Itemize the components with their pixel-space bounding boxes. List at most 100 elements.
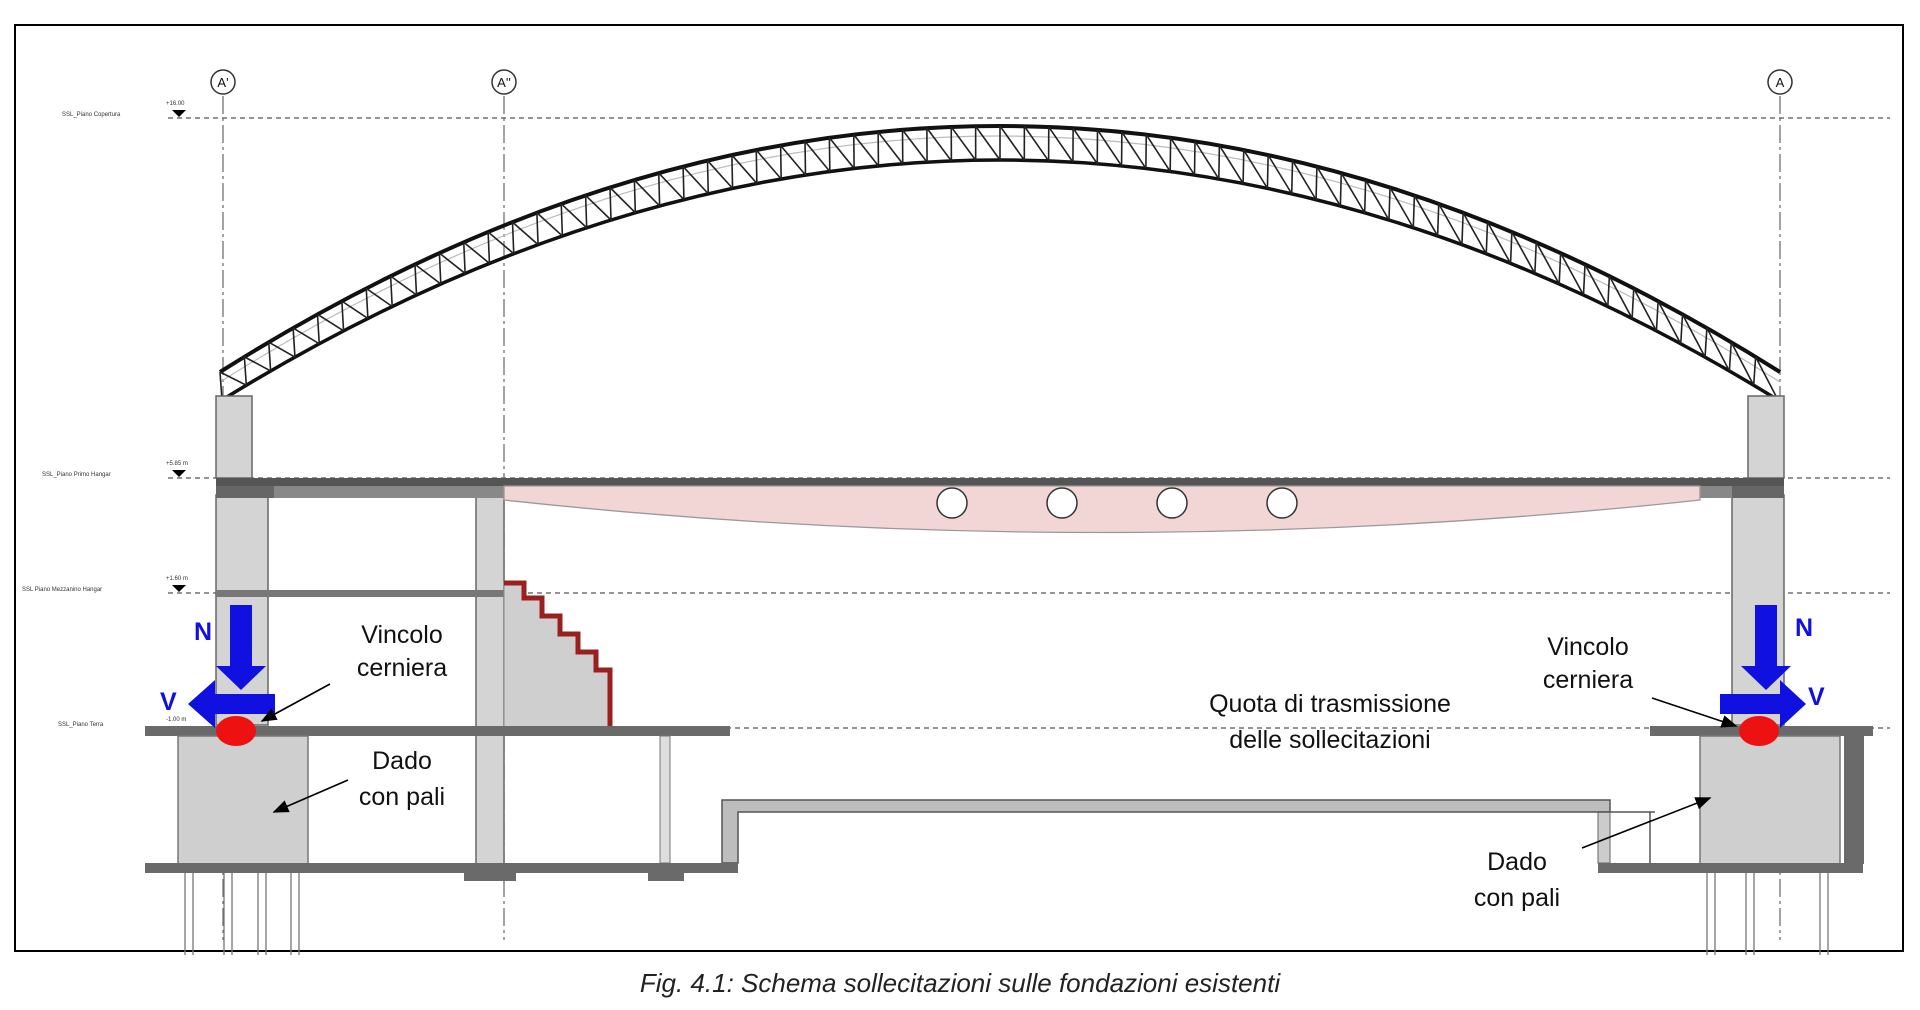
level-marker-icon: [172, 470, 186, 477]
truss-diagonal: [1608, 275, 1633, 319]
truss-diagonal: [365, 287, 393, 308]
truss-diagonal: [731, 154, 758, 184]
truss-vertical: [682, 166, 685, 200]
truss-vertical: [267, 342, 272, 371]
truss-vertical: [755, 150, 758, 184]
truss-vertical: [1655, 301, 1659, 331]
truss-diagonal: [463, 241, 490, 264]
truss-vertical: [1558, 253, 1562, 285]
truss-diagonal: [609, 186, 636, 214]
truss-diagonal: [1267, 154, 1293, 195]
truss-diagonal: [1559, 252, 1585, 296]
first-floor-slab: [216, 478, 1784, 486]
pointer-arrow-vincolo-right: [1651, 697, 1738, 728]
force-v-label-left: V: [160, 688, 177, 716]
truss-diagonal: [292, 327, 320, 345]
truss-vertical: [1412, 195, 1416, 228]
truss-vertical: [584, 195, 588, 228]
truss-diagonal: [1486, 221, 1512, 264]
quota-line1: Quota di trasmissione: [1209, 690, 1451, 718]
level-marker-icon: [172, 585, 186, 592]
truss-diagonal: [1096, 129, 1123, 167]
truss-diagonal: [414, 263, 442, 285]
truss-diagonal: [1145, 134, 1171, 172]
truss-diagonal: [1169, 137, 1196, 176]
truss-vertical: [1582, 264, 1586, 296]
truss-diagonal: [1121, 131, 1147, 169]
truss-vertical: [609, 187, 612, 221]
grid-axis-label-a2: A'': [497, 75, 511, 90]
truss-vertical: [487, 231, 491, 264]
column-middle: [475, 494, 505, 876]
quota-line2: delle sollecitazioni: [1229, 726, 1431, 754]
truss-diagonal: [999, 125, 1025, 161]
truss-diagonal: [341, 300, 369, 320]
truss-diagonal: [755, 149, 782, 180]
level-elev-primo: +5.85 m: [166, 461, 188, 467]
level-name-copertura: SSL_Piano Copertura: [62, 112, 121, 118]
truss-vertical: [243, 356, 248, 386]
truss-diagonal: [1218, 145, 1244, 184]
force-n-label-right: N: [1795, 614, 1813, 642]
truss-diagonal: [1633, 288, 1658, 332]
vincolo-right-line2: cerniera: [1543, 666, 1633, 694]
truss-diagonal: [1048, 126, 1074, 163]
hinge-left: [216, 716, 256, 746]
truss-vertical: [462, 242, 466, 274]
dado-right-line2: con pali: [1474, 884, 1560, 912]
truss-vertical: [1704, 327, 1708, 358]
truss-diagonal: [682, 166, 709, 195]
truss-vertical: [1509, 231, 1513, 264]
truss-vertical: [316, 314, 321, 344]
truss-vertical: [1266, 155, 1269, 189]
truss-diagonal: [1389, 187, 1415, 229]
truss-diagonal: [853, 134, 880, 167]
truss-vertical: [1752, 356, 1757, 386]
vincolo-left-line2: cerniera: [357, 654, 447, 682]
truss-diagonal: [633, 179, 661, 207]
truss-vertical: [389, 276, 393, 307]
truss-diagonal: [585, 194, 612, 221]
truss-diagonal: [1462, 212, 1487, 255]
beam-openings: [936, 487, 1298, 519]
truss-diagonal: [219, 371, 247, 386]
truss-vertical: [292, 327, 296, 358]
truss-diagonal: [1194, 140, 1220, 180]
hinge-right: [1739, 716, 1779, 746]
truss-vertical: [1679, 314, 1684, 344]
truss-diagonal: [1706, 327, 1731, 372]
truss-vertical: [1728, 342, 1733, 371]
truss-vertical: [1242, 150, 1245, 184]
truss-diagonal: [438, 252, 466, 275]
truss-diagonal: [243, 356, 272, 372]
column-right-upper: [1747, 395, 1785, 479]
truss-vertical: [779, 145, 782, 179]
foundation-block-left: [177, 735, 309, 865]
truss-diagonal: [1584, 263, 1609, 307]
truss-vertical: [1363, 180, 1367, 213]
force-n-label-left: N: [194, 618, 212, 646]
truss-vertical: [633, 180, 637, 213]
truss-diagonal: [1023, 125, 1050, 162]
truss-vertical: [1290, 160, 1294, 194]
pointer-arrow-dado-right: [1581, 797, 1712, 849]
truss-vertical: [1436, 203, 1440, 236]
truss-diagonal: [950, 126, 977, 161]
force-n-arrow-left: [216, 605, 266, 690]
truss-diagonal: [1754, 356, 1779, 401]
piles: [184, 873, 1829, 955]
truss-vertical: [1485, 222, 1489, 254]
arched-truss-roof: [218, 124, 1782, 402]
truss-diagonal: [390, 275, 417, 296]
truss-diagonal: [536, 212, 563, 237]
truss-vertical: [1388, 187, 1391, 221]
grid-axis-label-a3: A: [1776, 75, 1785, 90]
level-name-terra: SSL_Piano Terra: [58, 722, 104, 728]
pink-main-beam: [503, 485, 1701, 534]
truss-diagonal: [317, 313, 344, 332]
column-left-upper: [215, 395, 253, 479]
truss-diagonal: [1438, 203, 1463, 246]
truss-diagonal: [1657, 300, 1682, 345]
truss-vertical: [1534, 242, 1538, 274]
truss-diagonal: [1413, 195, 1439, 237]
